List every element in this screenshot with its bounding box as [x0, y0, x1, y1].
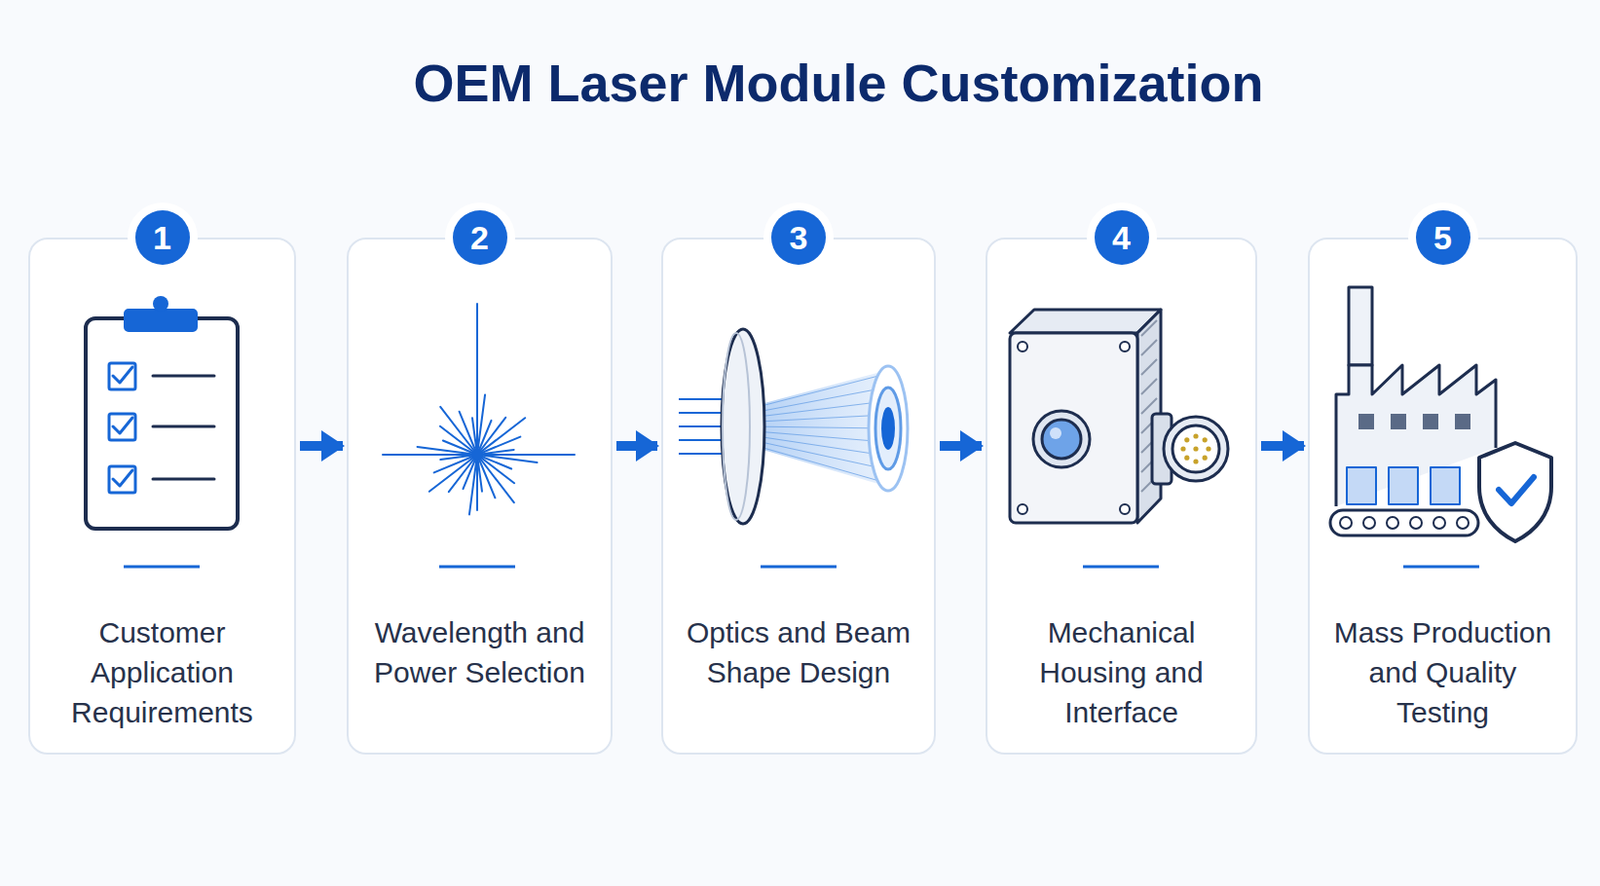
housing-icon [1009, 309, 1228, 523]
step-label: Mechanical Housing and Interface [999, 612, 1244, 733]
flow-arrow [1261, 441, 1304, 451]
step-card: 1Customer Application Requirements [28, 237, 297, 755]
step-number: 4 [1094, 210, 1150, 265]
laser-starburst-icon [382, 303, 575, 515]
flow-arrow [616, 441, 658, 451]
step-label: Wavelength and Power Selection [360, 612, 599, 693]
flow-arrow [939, 441, 982, 451]
step-number: 2 [452, 210, 508, 265]
underlines [123, 565, 1480, 569]
card-grounds [28, 237, 1578, 755]
step-label: Optics and Beam Shape Design [674, 612, 923, 693]
flow-arrow [299, 441, 343, 451]
clipboard-icon [85, 296, 238, 529]
step-card: 2Wavelength and Power Selection [346, 237, 613, 755]
step-label: Customer Application Requirements [41, 612, 283, 733]
step-card: 5Mass Production and Quality Testing [1307, 237, 1578, 755]
lens-beam-icon [678, 329, 908, 524]
step-card: 4Mechanical Housing and Interface [985, 237, 1258, 755]
title: OEM Laser Module Customization [254, 50, 1423, 115]
step-number: 1 [135, 210, 190, 265]
factory-icon [1330, 287, 1552, 542]
step-number: 5 [1415, 210, 1471, 265]
step-number: 3 [771, 210, 826, 265]
step-card: 3Optics and Beam Shape Design [661, 237, 936, 755]
step-label: Mass Production and Quality Testing [1321, 612, 1564, 733]
